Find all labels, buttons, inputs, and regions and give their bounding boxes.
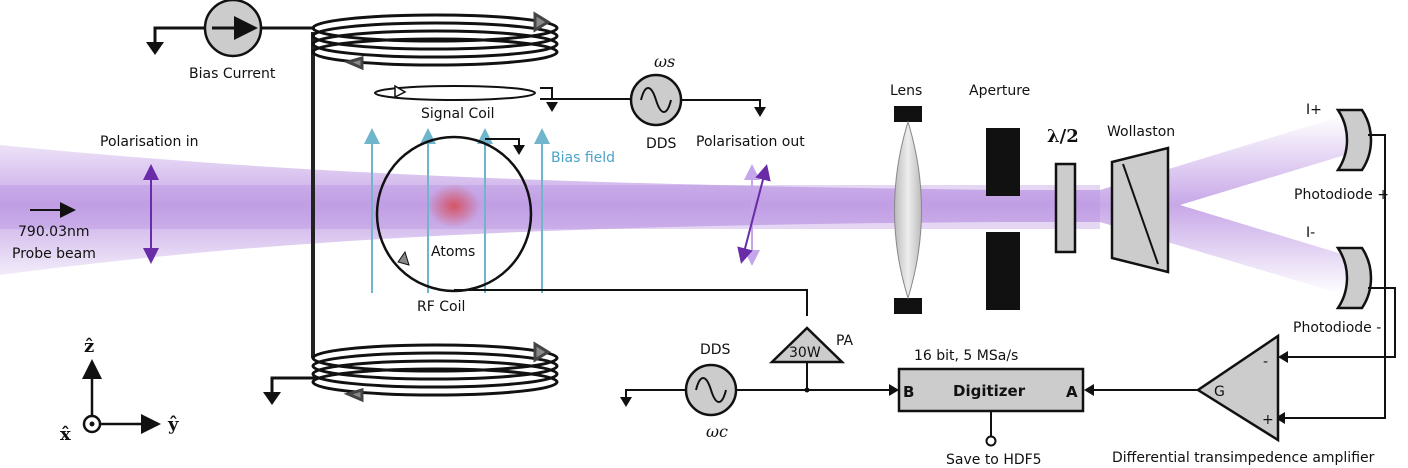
polarisation-out-label: Polarisation out xyxy=(696,134,805,150)
dds-top-ground-icon xyxy=(754,107,766,117)
probe-wavelength-label: 790.03nm xyxy=(18,224,90,240)
atom-cloud xyxy=(428,184,480,228)
bias-coil-top xyxy=(311,11,559,71)
dds-to-digitizer-arrow xyxy=(889,384,899,396)
omega-s-label: ωs xyxy=(654,52,675,71)
photodiode-plus-wire-arrow xyxy=(1275,412,1285,424)
rf-coil-label: RF Coil xyxy=(417,299,465,315)
sine-wave-icon xyxy=(640,87,672,113)
photodiode-plus xyxy=(1335,108,1373,172)
rf-coil-wire xyxy=(454,289,808,316)
digitizer-spec-label: 16 bit, 5 MSa/s xyxy=(914,348,1018,364)
save-hdf5-label: Save to HDF5 xyxy=(946,452,1042,468)
rf-coil-arrow-icon xyxy=(397,250,410,266)
photodiode-plus-wire xyxy=(1285,134,1386,419)
z-axis-label: ẑ xyxy=(84,336,94,357)
atoms-label: Atoms xyxy=(431,244,475,260)
junction-dot xyxy=(804,387,810,393)
polarisation-out-rotated-arrow xyxy=(737,164,771,264)
diff-amplifier xyxy=(1195,333,1280,443)
x-axis-label: x̂ xyxy=(60,424,71,445)
rf-coil-lead-top xyxy=(485,138,520,146)
i-plus-label: I+ xyxy=(1306,102,1322,118)
coordinate-axes: ẑ ŷ x̂ xyxy=(60,336,179,445)
signal-coil xyxy=(374,85,536,101)
dds-top-ground-wire xyxy=(681,99,761,107)
amp-to-digitizer-arrow xyxy=(1084,384,1094,396)
signal-coil-lead xyxy=(540,87,553,100)
minus-input-label: - xyxy=(1263,354,1268,370)
aperture-label: Aperture xyxy=(969,83,1030,99)
wollaston-label: Wollaston xyxy=(1107,124,1175,140)
bias-ground-top xyxy=(146,42,164,55)
photodiode-minus xyxy=(1335,246,1373,310)
lens-mount-bottom xyxy=(894,298,922,314)
bias-ground-bottom xyxy=(263,392,281,405)
photodiode-minus-wire xyxy=(1288,287,1396,358)
signal-ground-icon xyxy=(546,102,558,112)
wollaston-interface xyxy=(1122,163,1159,265)
bias-current-wire-bottom xyxy=(270,376,315,392)
dds-bottom-label: DDS xyxy=(700,342,731,358)
probe-beam-label: Probe beam xyxy=(12,246,96,262)
probe-beam xyxy=(0,115,1345,295)
probe-beam-core xyxy=(0,185,1100,229)
half-wave-plate xyxy=(1054,162,1077,254)
lens-mount-top xyxy=(894,106,922,122)
signal-coil-label: Signal Coil xyxy=(421,106,495,122)
plus-input-label: + xyxy=(1262,412,1274,428)
bias-field-arrows xyxy=(364,128,550,293)
lens-label: Lens xyxy=(890,83,922,99)
dds-bottom-ground-icon xyxy=(620,397,632,407)
diff-amp-label: Differential transimpedence amplifier xyxy=(1112,450,1375,466)
sine-wave-bottom-icon xyxy=(695,377,727,403)
signal-coil-arrow-icon xyxy=(394,84,407,99)
omega-c-label: ωc xyxy=(706,422,728,441)
gain-label: G xyxy=(1214,384,1225,400)
photodiode-plus-label: Photodiode + xyxy=(1294,187,1389,203)
port-a-label: A xyxy=(1066,383,1078,401)
half-wave-label: λ/2 xyxy=(1047,126,1079,147)
dds-bottom-ground-wire xyxy=(625,389,686,397)
save-output-terminal xyxy=(985,435,997,447)
photodiode-minus-wire-arrow xyxy=(1278,351,1288,363)
bias-field-label: Bias field xyxy=(551,150,615,166)
dds-top-label: DDS xyxy=(646,136,677,152)
lens-element xyxy=(894,120,922,300)
bias-current-label: Bias Current xyxy=(189,66,276,82)
i-minus-label: I- xyxy=(1306,225,1315,241)
port-b-label: B xyxy=(903,383,914,401)
photodiode-minus-label: Photodiode - xyxy=(1293,320,1381,336)
pa-label: PA xyxy=(836,333,854,349)
y-axis-label: ŷ xyxy=(167,414,179,435)
amp-30w-label: 30W xyxy=(789,345,821,361)
aperture-plate-bottom xyxy=(986,232,1020,310)
digitizer-label: Digitizer xyxy=(953,382,1026,400)
polarisation-in-label: Polarisation in xyxy=(100,134,199,150)
x-axis-dot xyxy=(89,421,95,427)
aperture-plate-top xyxy=(986,128,1020,196)
rf-coil-ground-icon xyxy=(513,145,525,155)
bias-coil-bottom xyxy=(311,341,559,403)
